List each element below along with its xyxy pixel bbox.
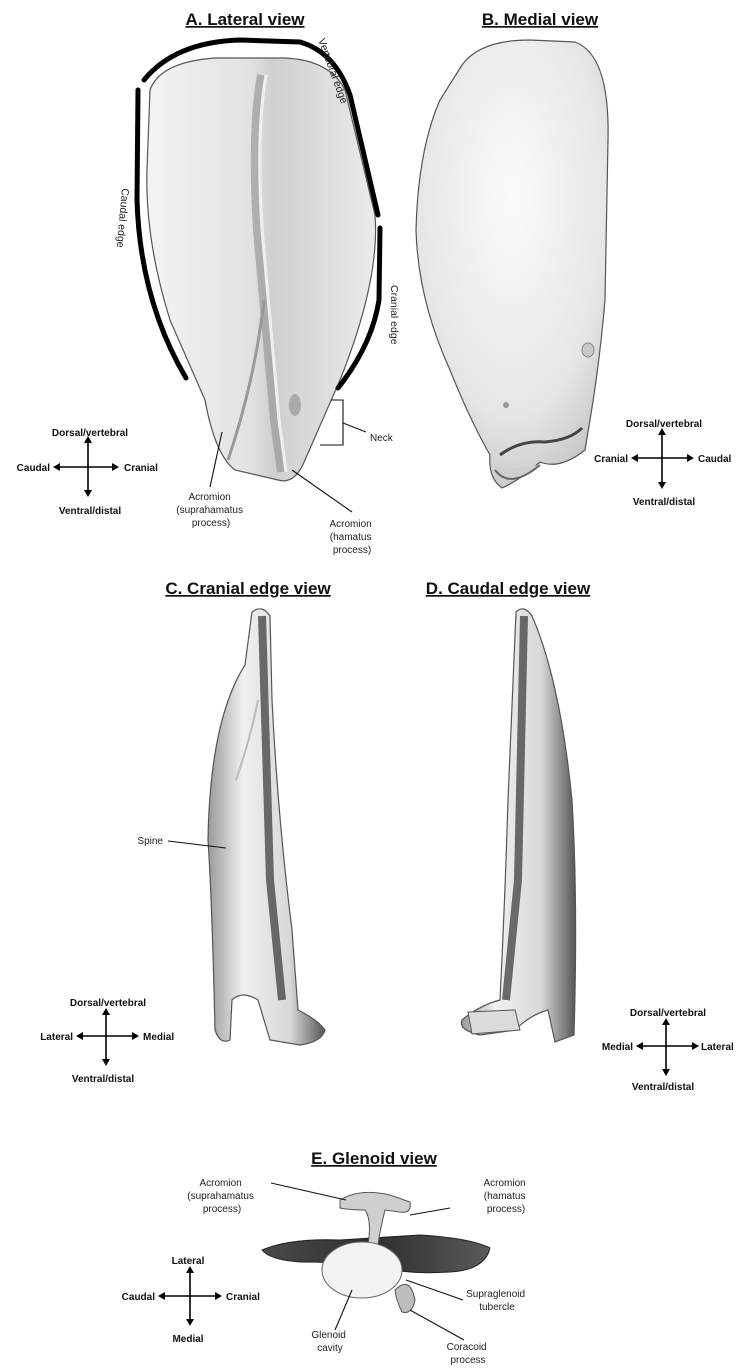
acromion-hamatus-label-e: Acromion (hamatus process) <box>483 1178 528 1215</box>
compass-c-top: Dorsal/vertebral <box>70 998 146 1009</box>
acromion-supra-label-e: Acromion (suprahamatus process) <box>187 1178 256 1215</box>
acromion-hamatus-leader-a <box>292 470 352 512</box>
compass-b-right: Caudal <box>698 454 732 465</box>
glenoid-leader <box>335 1290 352 1330</box>
compass-c-right: Medial <box>143 1032 174 1043</box>
panel-b-title: B. Medial view <box>482 10 599 29</box>
compass-a-top: Dorsal/vertebral <box>52 428 128 439</box>
compass-a-left: Caudal <box>17 463 51 474</box>
panel-e-title: E. Glenoid view <box>311 1149 437 1168</box>
compass-d-bottom: Ventral/distal <box>632 1082 694 1093</box>
panel-a-lateral-view: A. Lateral view Vertebral edge Caudal ed… <box>17 10 400 556</box>
compass-c-bottom: Ventral/distal <box>72 1074 134 1085</box>
supraglenoid-label: Supraglenoid tubercle <box>466 1289 528 1313</box>
compass-d-left: Medial <box>602 1042 633 1053</box>
compass-c: Dorsal/vertebral Lateral Medial Ventral/… <box>40 998 174 1085</box>
scapula-lateral-tubercle <box>289 394 301 416</box>
compass-a-bottom: Ventral/distal <box>59 506 121 517</box>
acromion-hamatus-leader-e <box>410 1208 450 1215</box>
panel-c-cranial-edge-view: C. Cranial edge view Spine Dorsal/verteb… <box>40 579 331 1085</box>
compass-b: Dorsal/vertebral Cranial Caudal Ventral/… <box>594 419 731 508</box>
compass-e-top: Lateral <box>172 1256 205 1267</box>
compass-e-right: Cranial <box>226 1292 260 1303</box>
panel-c-title: C. Cranial edge view <box>165 579 331 598</box>
compass-d-top: Dorsal/vertebral <box>630 1008 706 1019</box>
panel-e-glenoid-view: E. Glenoid view Acromion (suprahamatus p… <box>122 1149 529 1366</box>
compass-e: Lateral Caudal Cranial Medial <box>122 1256 260 1345</box>
medial-tubercle <box>582 343 594 357</box>
spine-label: Spine <box>137 836 163 847</box>
compass-d-right: Lateral <box>701 1042 734 1053</box>
compass-a-right: Cranial <box>124 463 158 474</box>
panel-d-caudal-edge-view: D. Caudal edge view Dorsal/vertebral Med… <box>426 579 734 1093</box>
compass-b-bottom: Ventral/distal <box>633 497 695 508</box>
glenoid-cavity-shape <box>322 1242 402 1298</box>
coracoid-leader <box>410 1310 464 1340</box>
coracoid-label: Coracoid process <box>447 1342 490 1366</box>
caudal-edge-label: Caudal edge <box>114 188 131 249</box>
coracoid-shape <box>395 1284 415 1312</box>
neck-label: Neck <box>370 433 394 444</box>
compass-a: Dorsal/vertebral Caudal Cranial Ventral/… <box>17 428 158 517</box>
panel-a-title: A. Lateral view <box>185 10 305 29</box>
compass-b-top: Dorsal/vertebral <box>626 419 702 430</box>
acromion-hamatus-label-a: Acromion (hamatus process) <box>329 519 374 556</box>
compass-e-left: Caudal <box>122 1292 156 1303</box>
scapula-medial-bone <box>416 40 608 488</box>
compass-b-left: Cranial <box>594 454 628 465</box>
compass-e-bottom: Medial <box>172 1334 203 1345</box>
compass-c-left: Lateral <box>40 1032 73 1043</box>
panel-d-title: D. Caudal edge view <box>426 579 591 598</box>
acromion-supra-leader-e <box>271 1183 346 1200</box>
acromion-supra-label-a: Acromion (suprahamatus process) <box>176 492 245 529</box>
glenoid-label: Glenoid cavity <box>311 1330 348 1354</box>
panel-b-medial-view: B. Medial view Dorsal/vertebral Cranial … <box>416 10 732 508</box>
compass-d: Dorsal/vertebral Medial Lateral Ventral/… <box>602 1008 734 1093</box>
cranial-edge-label: Cranial edge <box>388 285 400 345</box>
